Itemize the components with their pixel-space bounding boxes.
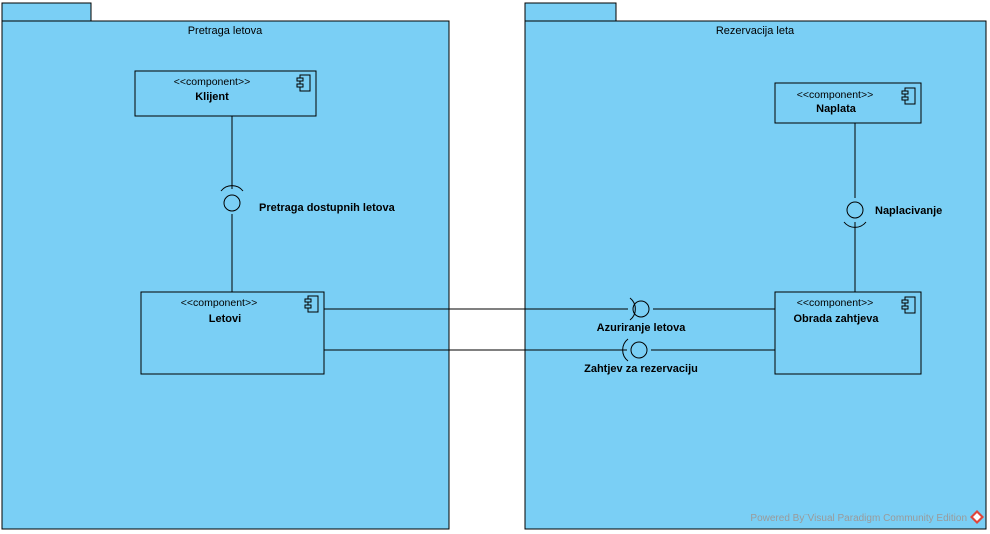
watermark-text: Powered By¨Visual Paradigm Community Edi… (750, 513, 967, 524)
interface-socket (629, 297, 636, 321)
interface-label: Pretraga dostupnih letova (259, 202, 396, 214)
interface-zahtjev: Zahtjev za rezervaciju (584, 338, 698, 375)
package-rezervacija-leta: Rezervacija leta (524, 2, 987, 530)
interface-naplacivanje: Naplacivanje (843, 201, 942, 228)
interface-socket (843, 221, 867, 228)
component-klijent: <<component>> Klijent (134, 70, 317, 117)
component-name: Letovi (209, 313, 241, 325)
package-title: Pretraga letova (188, 25, 263, 37)
component-icon (296, 74, 311, 92)
component-icon (304, 295, 319, 313)
visual-paradigm-logo-icon (970, 510, 984, 524)
component-name: Naplata (816, 103, 857, 115)
package-tab (1, 2, 92, 23)
component-name: Obrada zahtjeva (794, 313, 880, 325)
component-box (774, 82, 922, 124)
component-stereotype: <<component>> (174, 76, 250, 88)
component-stereotype: <<component>> (797, 89, 873, 101)
interface-label: Azuriranje letova (597, 322, 687, 334)
package-tab (524, 2, 617, 23)
interface-ball (630, 341, 648, 359)
connectors (231, 116, 856, 351)
component-icon (901, 87, 916, 105)
interface-label: Zahtjev za rezervaciju (584, 363, 698, 375)
component-icon (901, 296, 916, 314)
component-box (774, 291, 922, 375)
package-title: Rezervacija leta (716, 25, 795, 37)
watermark: Powered By¨Visual Paradigm Community Edi… (750, 510, 984, 524)
interface-ball (632, 300, 650, 318)
component-obrada-zahtjeva: <<component>> Obrada zahtjeva (774, 291, 922, 375)
interface-label: Naplacivanje (875, 205, 942, 217)
interface-socket (622, 338, 629, 362)
interface-socket (220, 185, 244, 192)
component-stereotype: <<component>> (181, 297, 257, 309)
component-letovi: <<component>> Letovi (140, 291, 325, 375)
component-box (134, 70, 317, 117)
component-stereotype: <<component>> (797, 297, 873, 309)
interface-ball (223, 194, 241, 212)
component-naplata: <<component>> Naplata (774, 82, 922, 124)
interface-ball (846, 201, 864, 219)
component-name: Klijent (195, 91, 229, 103)
interface-azuriranje: Azuriranje letova (597, 297, 687, 334)
component-box (140, 291, 325, 375)
interface-pretraga: Pretraga dostupnih letova (220, 185, 396, 214)
